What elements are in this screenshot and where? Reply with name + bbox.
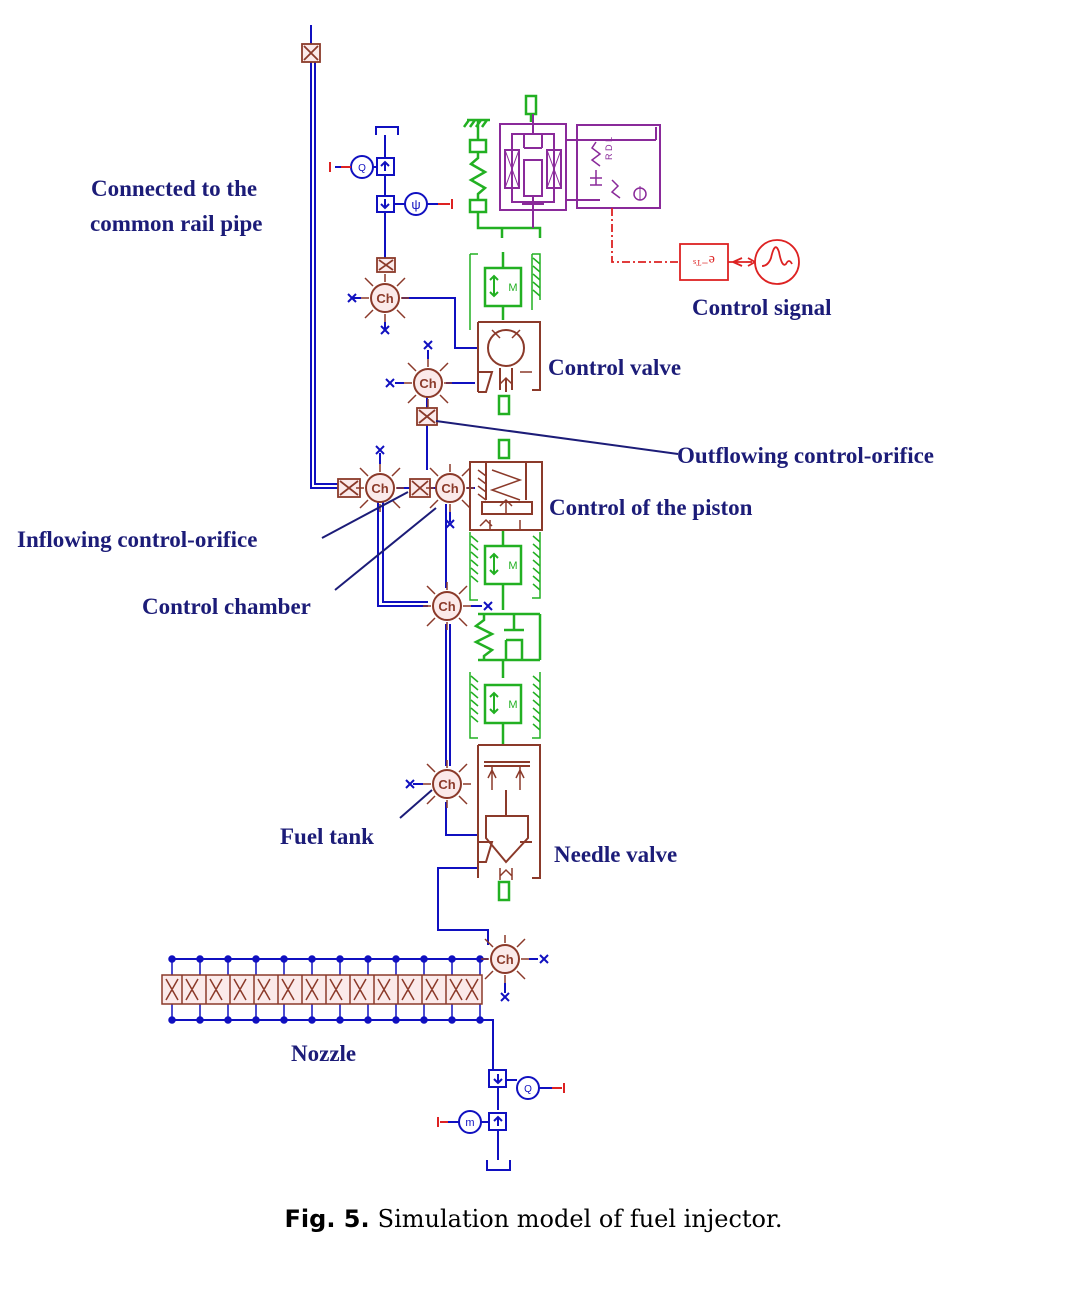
top-orifice	[377, 258, 395, 272]
label-fuel-tank: Fuel tank	[280, 824, 374, 850]
chamber-label: Ch	[441, 481, 458, 496]
outflowing-orifice	[417, 408, 437, 425]
bottom-sensor-label-a: Q	[524, 1084, 532, 1095]
label-inflowing-orifice: Inflowing control-orifice	[17, 527, 257, 553]
chamber-label: Ch	[376, 291, 393, 306]
label-control-piston: Control of the piston	[549, 495, 752, 521]
chamber-label: Ch	[438, 599, 455, 614]
electrical-circuit-text: R D L	[604, 137, 614, 160]
delay-block-label: e⁻ᵀˢ	[693, 252, 715, 267]
bottom-sensor-block: Q m	[438, 1070, 564, 1170]
chamber-label: Ch	[496, 952, 513, 967]
chamber-label: Ch	[419, 376, 436, 391]
chamber-2: Ch	[404, 359, 452, 407]
label-nozzle: Nozzle	[291, 1041, 356, 1067]
nozzle-orifice-row	[162, 975, 482, 1004]
valve-bodies	[470, 322, 542, 880]
chamber-3: Ch	[356, 464, 404, 512]
chamber-label: Ch	[438, 777, 455, 792]
fuel-tank-chamber: Ch	[423, 760, 471, 808]
chamber-label: Ch	[371, 481, 388, 496]
bottom-sensor-label-b: m	[465, 1117, 474, 1129]
nozzle-chamber: Ch	[481, 935, 529, 983]
label-needle-valve: Needle valve	[554, 842, 677, 868]
mass-label-3: M	[508, 699, 517, 711]
figure-caption-text: Simulation model of fuel injector.	[378, 1205, 783, 1233]
figure-number: Fig. 5.	[285, 1205, 370, 1233]
label-outflowing-orifice: Outflowing control-orifice	[677, 443, 934, 469]
chamber-1: Ch	[361, 274, 409, 322]
label-common-rail-line1: Connected to the	[91, 176, 257, 202]
solenoid-actuator: R D L	[500, 114, 660, 228]
figure-caption: Fig. 5. Simulation model of fuel injector…	[0, 1205, 1067, 1233]
label-control-valve: Control valve	[548, 355, 681, 381]
top-tank-symbol	[376, 127, 398, 135]
label-control-signal: Control signal	[692, 295, 832, 321]
control-signal-chain: e⁻ᵀˢ	[612, 208, 799, 284]
mass-label-2: M	[508, 560, 517, 572]
chamber-5: Ch	[423, 582, 471, 630]
rail-orifice	[302, 44, 320, 62]
line-terminators	[348, 294, 548, 1001]
label-control-chamber: Control chamber	[142, 594, 311, 620]
mechanical-parts: M M M	[464, 96, 540, 900]
flow-sensor-label: ψ	[411, 197, 420, 212]
pressure-sensor-label: Q	[358, 163, 366, 174]
label-common-rail-line2: common rail pipe	[90, 211, 263, 237]
top-sensor-block: Q ψ	[330, 127, 452, 215]
control-chamber: Ch	[426, 464, 474, 512]
bottom-tank-symbol	[487, 1160, 510, 1170]
orifices	[302, 44, 437, 497]
mass-label-1: M	[508, 282, 517, 294]
